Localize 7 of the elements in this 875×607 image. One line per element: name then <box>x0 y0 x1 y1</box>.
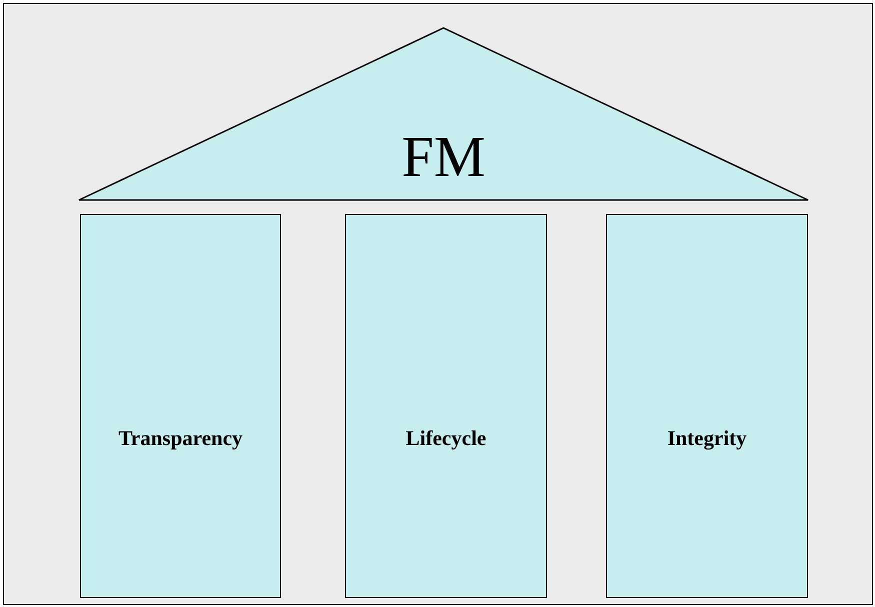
roof-label: FM <box>400 127 486 187</box>
pillar-box <box>80 214 281 598</box>
pillar-box <box>606 214 808 598</box>
pillar-box <box>345 214 547 598</box>
pillar-label: Integrity <box>667 426 747 450</box>
pillar-label: Transparency <box>118 426 243 450</box>
pillar-label: Lifecycle <box>406 426 486 450</box>
